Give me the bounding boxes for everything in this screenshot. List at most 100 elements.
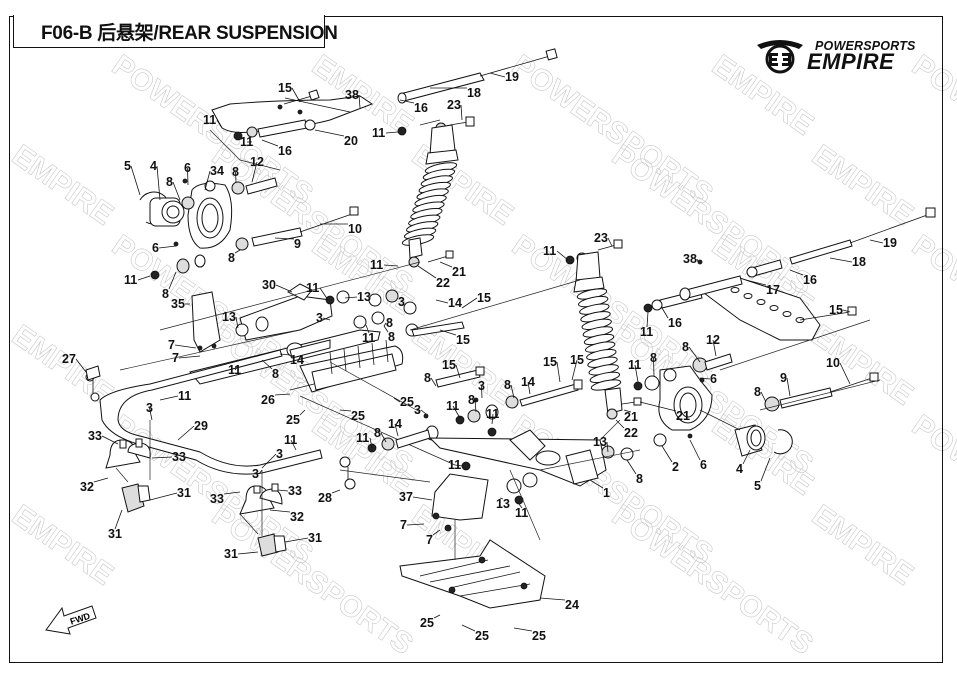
callout-leader-line (615, 419, 625, 429)
part-callout-8: 8 (424, 371, 431, 385)
part-callout-3: 3 (252, 467, 259, 481)
callout-leader-line (417, 265, 437, 279)
part-callout-16: 16 (803, 273, 817, 287)
part-callout-12: 12 (250, 155, 264, 169)
part-callout-8: 8 (162, 287, 169, 301)
callout-leader-line (365, 324, 370, 334)
part-callout-34: 34 (210, 164, 224, 178)
part-callout-8: 8 (504, 378, 511, 392)
callout-leader-line (646, 311, 649, 328)
part-callout-9: 9 (780, 371, 787, 385)
part-callout-25: 25 (420, 616, 434, 630)
lower-arm-left (189, 283, 419, 385)
callout-leader-line (539, 597, 566, 601)
part-callout-38: 38 (345, 88, 359, 102)
part-callout-7: 7 (172, 351, 179, 365)
part-callout-21: 21 (452, 265, 466, 279)
part-callout-6: 6 (152, 241, 159, 255)
clamp-right (239, 483, 287, 557)
part-callout-11: 11 (543, 244, 556, 258)
part-callout-22: 22 (624, 426, 638, 440)
callout-leader-line (149, 492, 178, 501)
callout-leader-line (177, 425, 195, 441)
callout-leader-line (626, 459, 637, 475)
part-callout-14: 14 (448, 296, 462, 310)
part-callout-29: 29 (194, 419, 208, 433)
part-callout-5: 5 (754, 479, 761, 493)
part-callout-22: 22 (436, 276, 450, 290)
callout-leader-line (399, 99, 415, 104)
callout-leader-line (696, 258, 699, 263)
callout-leader-line (401, 299, 403, 303)
part-callout-16: 16 (668, 316, 682, 330)
callout-leader-line (234, 249, 241, 254)
part-callout-8: 8 (636, 472, 643, 486)
part-callout-17: 17 (766, 283, 780, 297)
callout-leader-line (556, 361, 561, 383)
part-callout-19: 19 (883, 236, 897, 250)
callout-leader-line (430, 377, 437, 387)
part-callout-8: 8 (272, 367, 279, 381)
callout-leader-line (712, 339, 717, 357)
callout-leader-line (261, 359, 273, 370)
part-callout-37: 37 (399, 490, 413, 504)
part-callout-10: 10 (348, 222, 362, 236)
part-callout-11: 11 (515, 506, 528, 520)
part-callout-31: 31 (308, 531, 322, 545)
part-callout-15: 15 (829, 303, 843, 317)
part-callout-24: 24 (565, 598, 579, 612)
callout-leader-line (93, 477, 109, 483)
callout-leader-line (223, 491, 241, 495)
part-callout-11: 11 (362, 331, 375, 345)
callout-leader-line (204, 170, 211, 191)
callout-leader-line (412, 496, 433, 501)
part-callout-18: 18 (852, 255, 866, 269)
part-callout-3: 3 (146, 401, 153, 415)
callout-leader-line (435, 299, 449, 304)
part-callout-25: 25 (475, 629, 489, 643)
callout-leader-line (383, 325, 389, 333)
callout-leader-line (406, 523, 425, 526)
callout-leader-line (159, 395, 179, 401)
callout-leader-line (491, 413, 494, 425)
part-callout-8: 8 (754, 385, 761, 399)
callout-leader-line (869, 239, 884, 244)
part-callout-19: 19 (505, 70, 519, 84)
part-callout-8: 8 (650, 351, 657, 365)
callout-leader-line (187, 167, 189, 186)
callout-leader-line (158, 245, 177, 249)
part-callout-13: 13 (357, 290, 371, 304)
logo-tagline: POWERSPORTS (815, 39, 916, 53)
part-callout-11: 11 (448, 458, 461, 472)
callout-leader-line (745, 279, 767, 286)
part-callout-8: 8 (386, 316, 393, 330)
callout-leader-line (699, 377, 711, 380)
part-callout-15: 15 (477, 291, 491, 305)
callout-leader-line (789, 269, 804, 276)
callout-leader-line (461, 297, 478, 309)
part-callout-20: 20 (344, 134, 358, 148)
callout-leader-line (261, 139, 279, 147)
footrest-26 (289, 339, 404, 393)
center-bolts (367, 321, 583, 453)
callout-leader-line (339, 409, 352, 412)
callout-leader-line (455, 364, 461, 379)
callout-leader-line (291, 87, 301, 103)
part-callout-33: 33 (88, 429, 102, 443)
callout-leader-line (234, 365, 239, 371)
callout-leader-line (299, 409, 306, 416)
part-callout-26: 26 (261, 393, 275, 407)
drawing-frame (9, 16, 943, 663)
part-callout-11: 11 (370, 258, 383, 272)
callout-leader-line (261, 453, 277, 469)
callout-leader-line (258, 469, 263, 475)
part-callout-3: 3 (478, 379, 485, 393)
part-callout-8: 8 (228, 251, 235, 265)
part-callout-10: 10 (826, 356, 840, 370)
callout-leader-line (237, 551, 259, 555)
callout-leader-line (151, 456, 173, 459)
part-callout-21: 21 (624, 410, 638, 424)
arm-hole (782, 311, 792, 317)
callout-leader-line (606, 441, 609, 453)
callout-leader-line (460, 104, 463, 121)
